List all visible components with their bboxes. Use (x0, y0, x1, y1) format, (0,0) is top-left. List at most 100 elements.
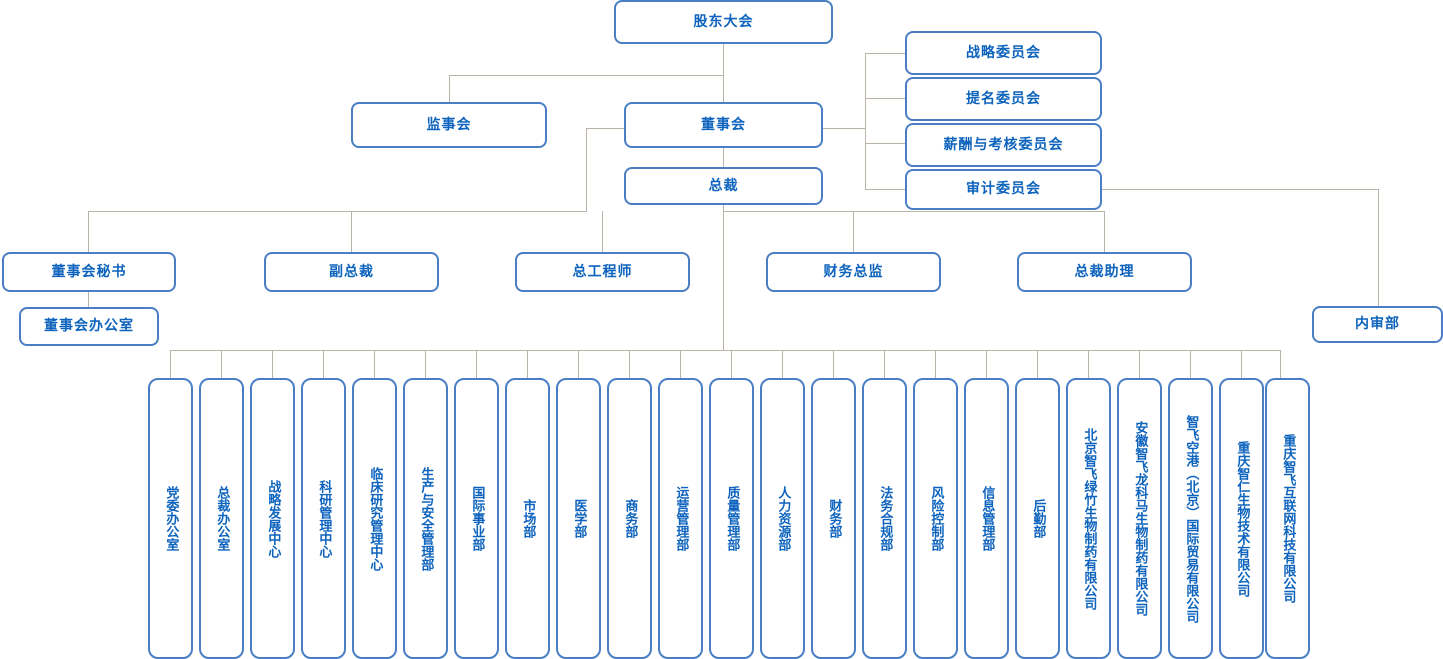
node-dept-business[interactable]: 商务部 (607, 378, 652, 659)
node-board-of-supervisors[interactable]: 监事会 (351, 102, 547, 148)
node-board-secretary-label: 董事会秘书 (51, 263, 127, 280)
node-dept-label-14: 财务部 (826, 499, 842, 538)
node-subsidiary-anhui-zhifei-longcoma[interactable]: 安徽智飞龙科马生物制药有限公司 (1117, 378, 1162, 659)
node-committee-audit[interactable]: 审计委员会 (905, 169, 1102, 210)
connector-supervisors-down (449, 75, 450, 102)
connector-drop-dept-18 (1037, 350, 1038, 378)
connector-drop-dept-9 (578, 350, 579, 378)
connector-drop-dept-21 (1190, 350, 1191, 378)
node-dept-label-16: 风险控制部 (928, 486, 944, 551)
node-dept-label-15: 法务合规部 (877, 486, 893, 551)
connector-drop-dept-22 (1241, 350, 1242, 378)
node-chief-engineer[interactable]: 总工程师 (515, 252, 690, 292)
node-dept-production-safety-management[interactable]: 生产与安全管理部 (403, 378, 448, 659)
node-dept-label-17: 信息管理部 (979, 486, 995, 551)
node-dept-legal-compliance[interactable]: 法务合规部 (862, 378, 907, 659)
connector-executive-bus (88, 211, 587, 212)
connector-drop-exec-1 (88, 211, 89, 252)
node-board-secretary[interactable]: 董事会秘书 (2, 252, 176, 292)
node-dept-label-19: 北京智飞绿竹生物制药有限公司 (1081, 427, 1097, 610)
node-dept-label-1: 党委办公室 (163, 486, 179, 551)
node-committee-nomination[interactable]: 提名委员会 (905, 77, 1102, 121)
node-dept-information-management[interactable]: 信息管理部 (964, 378, 1009, 659)
node-dept-label-13: 人力资源部 (775, 486, 791, 551)
node-cfo[interactable]: 财务总监 (766, 252, 941, 292)
node-dept-finance[interactable]: 财务部 (811, 378, 856, 659)
connector-board-to-president (723, 148, 724, 167)
node-dept-label-9: 医学部 (571, 499, 587, 538)
connector-board-to-committees (823, 128, 865, 129)
node-board-office[interactable]: 董事会办公室 (19, 307, 159, 346)
node-committee-strategy[interactable]: 战略委员会 (905, 31, 1102, 75)
node-board-of-supervisors-label: 监事会 (426, 116, 472, 133)
node-dept-human-resources[interactable]: 人力资源部 (760, 378, 805, 659)
node-dept-quality-management[interactable]: 质量管理部 (709, 378, 754, 659)
node-shareholders-meeting-label: 股东大会 (693, 13, 754, 30)
node-board-of-directors-label: 董事会 (701, 116, 746, 133)
node-dept-label-2: 总裁办公室 (214, 486, 230, 551)
connector-committee-1 (865, 53, 905, 54)
node-dept-label-5: 临床研究管理中心 (367, 466, 383, 571)
node-president[interactable]: 总裁 (624, 167, 823, 205)
connector-committee-4 (865, 189, 905, 190)
node-vice-president[interactable]: 副总裁 (264, 252, 439, 292)
connector-audit-to-internal-audit (1102, 189, 1378, 190)
node-president-assistant[interactable]: 总裁助理 (1017, 252, 1192, 292)
node-dept-strategic-development-center[interactable]: 战略发展中心 (250, 378, 295, 659)
connector-committee-spine (865, 53, 866, 190)
connector-drop-dept-3 (272, 350, 273, 378)
node-vice-president-label: 副总裁 (329, 263, 374, 280)
node-board-of-directors[interactable]: 董事会 (624, 102, 823, 148)
node-dept-logistics[interactable]: 后勤部 (1015, 378, 1060, 659)
connector-department-bus (170, 350, 1280, 351)
node-dept-risk-control[interactable]: 风险控制部 (913, 378, 958, 659)
connector-drop-dept-17 (986, 350, 987, 378)
node-dept-operations-management[interactable]: 运营管理部 (658, 378, 703, 659)
connector-internal-audit-down (1378, 189, 1379, 306)
node-subsidiary-beijing-zhifei-lvzhu[interactable]: 北京智飞绿竹生物制药有限公司 (1066, 378, 1111, 659)
node-dept-label-10: 商务部 (622, 499, 638, 538)
node-dept-party-committee-office[interactable]: 党委办公室 (148, 378, 193, 659)
node-dept-label-11: 运营管理部 (673, 486, 689, 551)
connector-drop-exec-5 (1104, 211, 1105, 252)
connector-drop-dept-16 (935, 350, 936, 378)
node-subsidiary-chongqing-zhiren[interactable]: 重庆智仁生物技术有限公司 (1219, 378, 1264, 659)
node-dept-medical[interactable]: 医学部 (556, 378, 601, 659)
node-committee-audit-label: 审计委员会 (966, 181, 1041, 198)
node-internal-audit-label: 内审部 (1355, 316, 1400, 333)
node-internal-audit[interactable]: 内审部 (1312, 306, 1443, 343)
node-subsidiary-chongqing-zhifei-internet[interactable]: 重庆智飞互联网科技有限公司 (1265, 378, 1310, 659)
connector-drop-exec-4 (853, 211, 854, 252)
connector-committee-3 (865, 143, 905, 144)
connector-drop-dept-4 (323, 350, 324, 378)
node-dept-label-23: 重庆智飞互联网科技有限公司 (1280, 434, 1296, 603)
node-committee-nomination-label: 提名委员会 (966, 90, 1041, 107)
connector-board-down (723, 75, 724, 102)
connector-drop-dept-23 (1280, 350, 1281, 378)
connector-drop-dept-5 (374, 350, 375, 378)
connector-drop-dept-15 (884, 350, 885, 378)
connector-drop-dept-10 (629, 350, 630, 378)
node-president-label: 总裁 (708, 177, 739, 194)
node-shareholders-meeting[interactable]: 股东大会 (614, 0, 833, 44)
node-dept-label-12: 质量管理部 (724, 486, 740, 551)
connector-drop-dept-8 (527, 350, 528, 378)
node-dept-label-21: 智飞空港（北京）国际贸易有限公司 (1183, 414, 1199, 623)
node-dept-research-management-center[interactable]: 科研管理中心 (301, 378, 346, 659)
connector-drop-dept-19 (1088, 350, 1089, 378)
node-subsidiary-zhifei-konggang-beijing[interactable]: 智飞空港（北京）国际贸易有限公司 (1168, 378, 1213, 659)
node-dept-clinical-research-management-center[interactable]: 临床研究管理中心 (352, 378, 397, 659)
node-dept-label-18: 后勤部 (1030, 499, 1046, 538)
node-dept-label-7: 国际事业部 (469, 486, 485, 551)
connector-drop-dept-20 (1139, 350, 1140, 378)
node-dept-marketing[interactable]: 市场部 (505, 378, 550, 659)
connector-executive-bus-right (723, 211, 1105, 212)
node-dept-president-office[interactable]: 总裁办公室 (199, 378, 244, 659)
node-dept-label-3: 战略发展中心 (265, 479, 281, 558)
node-dept-international-business[interactable]: 国际事业部 (454, 378, 499, 659)
connector-drop-dept-6 (425, 350, 426, 378)
connector-drop-exec-2 (351, 211, 352, 252)
node-committee-remuneration[interactable]: 薪酬与考核委员会 (905, 123, 1102, 167)
node-dept-label-22: 重庆智仁生物技术有限公司 (1234, 440, 1250, 597)
